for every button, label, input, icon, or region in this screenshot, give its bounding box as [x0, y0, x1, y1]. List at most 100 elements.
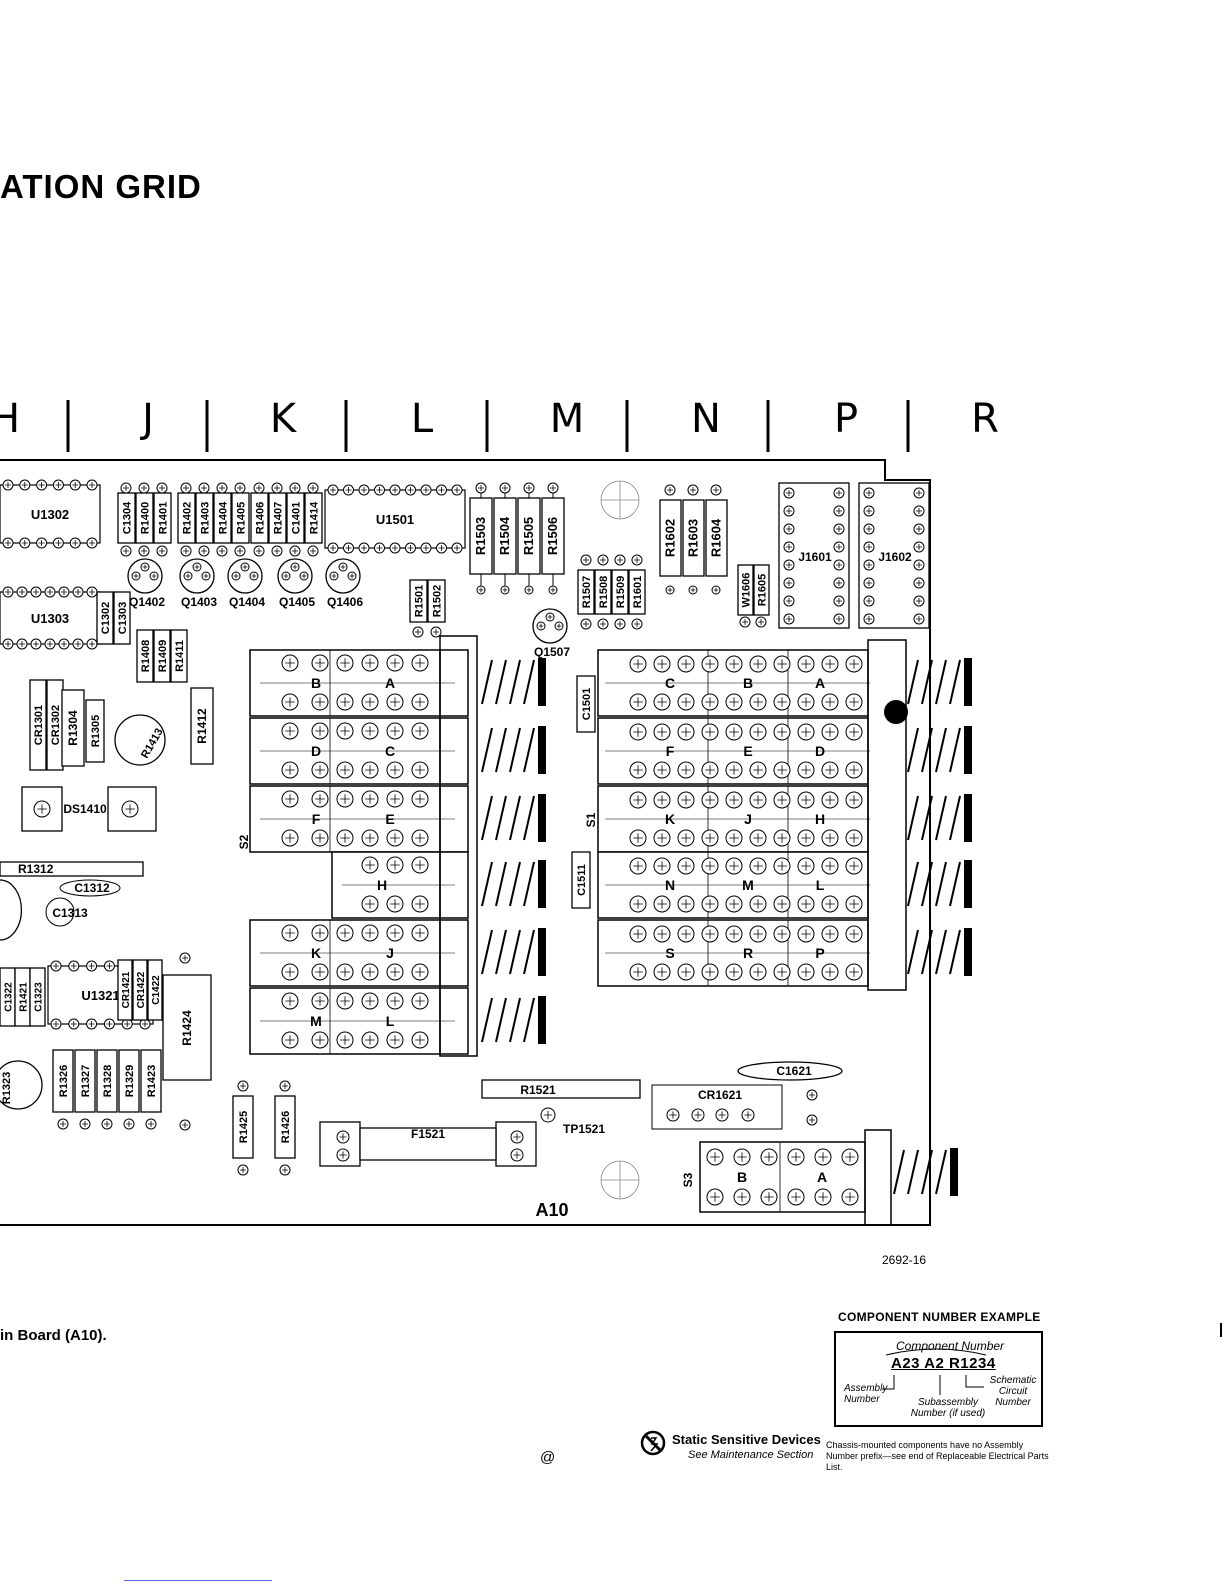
part-r1507: [577, 569, 595, 615]
pad-cross: [390, 860, 400, 870]
pad-cross: [681, 929, 691, 939]
switch-spring: [907, 1149, 919, 1195]
pad-cross: [502, 587, 508, 593]
pad-cross: [415, 765, 425, 775]
pad-cross: [801, 697, 811, 707]
connector-j1601-label: J1601: [798, 550, 832, 564]
pad-cross: [390, 1035, 400, 1045]
spring-cap: [538, 794, 546, 842]
pad-cross: [285, 996, 295, 1006]
pad-cross: [849, 929, 859, 939]
pad-cross: [526, 587, 532, 593]
part-r1501: [409, 579, 428, 623]
part-r1505-label: R1505: [521, 517, 536, 555]
pad-cross: [340, 765, 350, 775]
pad-cross: [415, 833, 425, 843]
pad-cross: [633, 765, 643, 775]
part-c1312-label: C1312: [74, 881, 110, 895]
part-r1504-label: R1504: [497, 516, 512, 555]
static-sensitive-title: Static Sensitive Devices: [672, 1432, 821, 1447]
pad-cross: [786, 544, 792, 550]
pad-cross: [737, 1192, 747, 1202]
pad-cross: [151, 573, 157, 579]
ic-u1302-label: U1302: [31, 507, 69, 522]
pad-cross: [349, 573, 355, 579]
pad-cross: [256, 485, 262, 491]
part-r1404-label: R1404: [218, 501, 230, 534]
pad-cross: [415, 996, 425, 1006]
pad-cross: [415, 1035, 425, 1045]
pad-cross: [786, 598, 792, 604]
transistor-q1404-label: Q1404: [229, 595, 265, 609]
switch-spring: [495, 795, 507, 841]
pad-cross: [123, 485, 129, 491]
transistor-q1402-label: Q1402: [129, 595, 165, 609]
part-r1425: [232, 1095, 254, 1159]
pad-cross: [809, 1092, 815, 1098]
switch-spring: [935, 659, 947, 705]
pad-cross: [657, 861, 667, 871]
pad-cross: [681, 727, 691, 737]
part-cr1421-label: CR1421: [121, 971, 132, 1008]
part-r1602: [659, 499, 682, 577]
pad-cross: [825, 899, 835, 909]
pad-cross: [866, 544, 872, 550]
pad-cross: [866, 580, 872, 586]
switch-spring: [921, 727, 933, 773]
pad-cross: [690, 487, 696, 493]
pad-cross: [866, 490, 872, 496]
pad-cross: [657, 795, 667, 805]
pad-cross: [866, 526, 872, 532]
pad-cross: [916, 544, 922, 550]
switch-spring: [481, 929, 493, 975]
pad-cross: [285, 794, 295, 804]
grid-letter-p: P: [834, 396, 858, 442]
pad-cross: [415, 629, 421, 635]
part-r1304: [61, 689, 85, 767]
pad-cross: [38, 482, 45, 488]
pad-cross: [390, 967, 400, 977]
pad-cross: [365, 697, 375, 707]
pad-cross: [633, 659, 643, 669]
switch-spring: [481, 861, 493, 907]
pad-cross: [315, 658, 325, 668]
mounting-hole-cross: [601, 1161, 639, 1199]
pad-cross: [340, 564, 346, 570]
part-r1424-label: R1424: [180, 1010, 194, 1046]
pad-cross: [718, 1111, 726, 1119]
pad-cross: [866, 562, 872, 568]
pad-cross: [203, 573, 209, 579]
pad-cross: [361, 545, 367, 551]
pad-cross: [583, 557, 589, 563]
switch-s3-section: [699, 1141, 866, 1213]
pad-cross: [845, 1152, 855, 1162]
pad-cross: [513, 1133, 521, 1141]
pad-cross: [365, 967, 375, 977]
pad-cross: [47, 641, 53, 647]
drawing-number: 2692-16: [882, 1253, 927, 1267]
pad-cross: [365, 794, 375, 804]
pad-cross: [705, 967, 715, 977]
part-r1405-label: R1405: [236, 502, 248, 534]
pad-cross: [713, 487, 719, 493]
pad-cross: [53, 1021, 59, 1027]
pad-cross: [801, 727, 811, 737]
pad-cross: [315, 1035, 325, 1045]
part-cr1621-label: CR1621: [698, 1088, 742, 1102]
part-c1621: [737, 1061, 843, 1081]
part-w1606: [737, 564, 754, 616]
spring-cap: [950, 1148, 958, 1196]
pad-cross: [390, 899, 400, 909]
pad-cross: [849, 861, 859, 871]
board-outline: [0, 459, 931, 1226]
pad-cross: [315, 697, 325, 707]
switch-spring: [495, 659, 507, 705]
pad-cross: [75, 641, 81, 647]
pad-cross: [777, 967, 787, 977]
part-r1502-label: R1502: [432, 585, 444, 617]
pad-cross: [88, 963, 95, 969]
pad-cross: [454, 487, 460, 493]
pad-cross: [836, 490, 842, 496]
pad-cross: [729, 795, 739, 805]
